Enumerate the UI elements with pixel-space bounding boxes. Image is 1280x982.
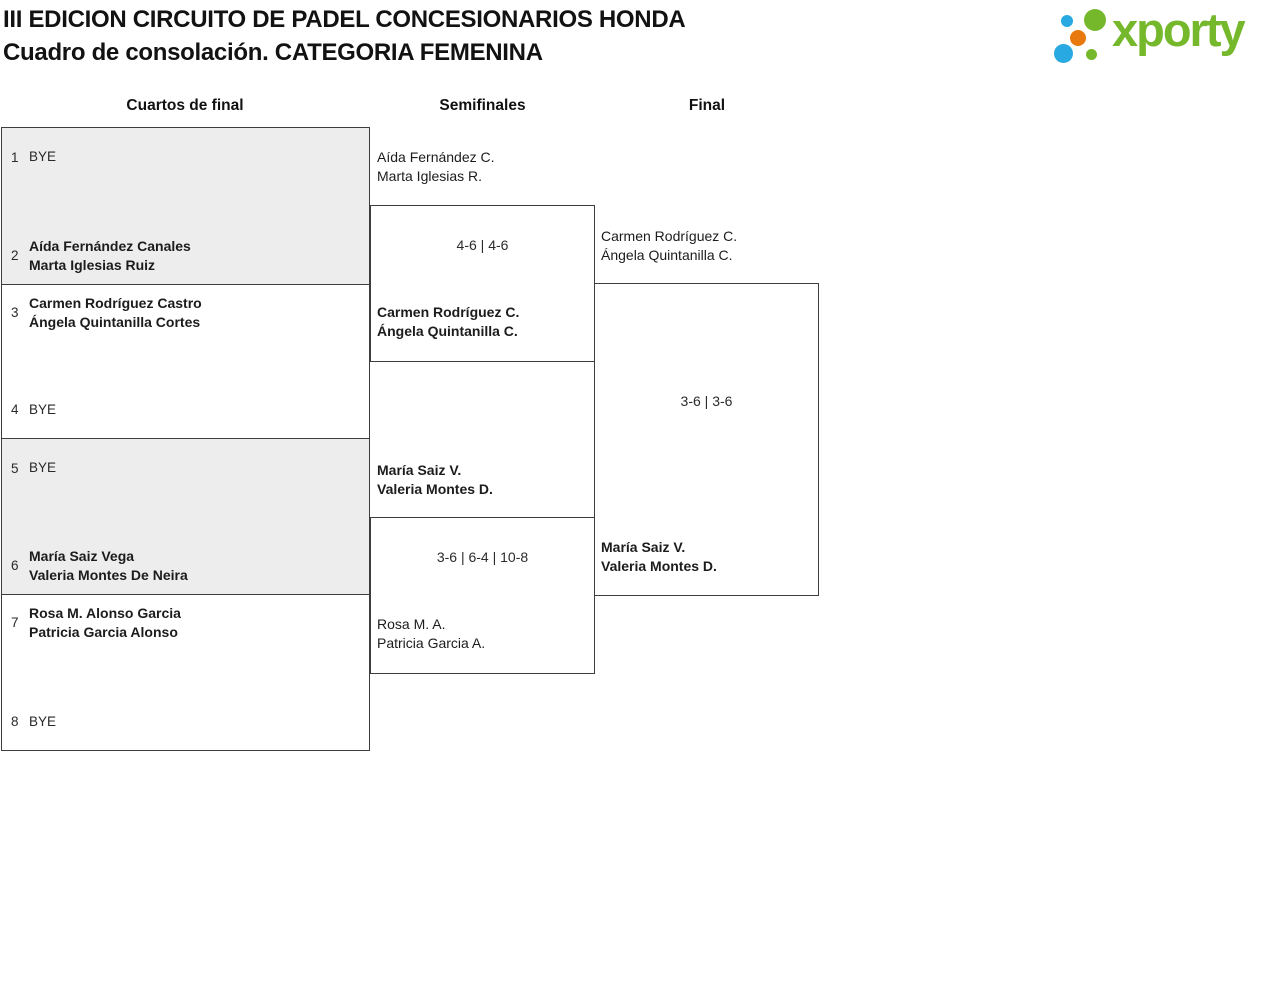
sf2-score: 3-6 | 6-4 | 10-8 (436, 549, 529, 565)
bye-label: BYE (29, 149, 57, 164)
qf-slot-2: 2 Aída Fernández Canales Marta Iglesias … (11, 237, 363, 274)
qf-slot-5: 5 BYE (11, 459, 363, 478)
sf1-score: 4-6 | 4-6 (456, 237, 509, 253)
logo-dot-orange-icon (1070, 30, 1086, 46)
bye-label: BYE (29, 401, 57, 417)
qf-slot-4: 4 BYE (11, 401, 363, 420)
team-name-line: Carmen Rodríguez C. (601, 228, 738, 244)
seed-number: 3 (11, 305, 19, 320)
page-title-line2: Cuadro de consolación. CATEGORIA FEMENIN… (3, 39, 543, 66)
team-name-line: Valeria Montes D. (601, 557, 717, 574)
team-name-line: María Saiz V. (601, 539, 686, 555)
team-name-line: María Saiz V. (377, 462, 462, 478)
semifinal-2-box (370, 517, 595, 674)
qf-slot-7: 7 Rosa M. Alonso Garcia Patricia Garcia … (11, 604, 363, 641)
team-name-line: Ángela Quintanilla C. (377, 322, 518, 339)
seed-number: 6 (11, 558, 19, 573)
team-names: Rosa M. Alonso Garcia Patricia Garcia Al… (29, 604, 181, 641)
xporty-logo[interactable]: xporty (1050, 0, 1280, 80)
qf-slot-1: 1 BYE (11, 148, 363, 167)
seed-number: 8 (11, 714, 19, 730)
final-score: 3-6 | 3-6 (680, 393, 733, 409)
team-name-line: Marta Iglesias R. (377, 167, 483, 184)
team-name-line: Ángela Quintanilla Cortes (29, 313, 201, 330)
qf-slot-3: 3 Carmen Rodríguez Castro Ángela Quintan… (11, 294, 363, 331)
logo-wordmark: xporty (1112, 3, 1246, 56)
logo-dot-blue-small-icon (1061, 15, 1073, 27)
team-name-line: Rosa M. A. (377, 616, 446, 632)
team-name-line: Carmen Rodríguez C. (377, 304, 520, 320)
page-title-line1: III EDICION CIRCUITO DE PADEL CONCESIONA… (3, 6, 686, 33)
bye-label: BYE (29, 713, 57, 729)
team-name-line: Aída Fernández Canales (29, 238, 191, 254)
seed-number: 1 (11, 149, 19, 165)
qf-slot-8: 8 BYE (11, 713, 363, 732)
seed-number: 7 (11, 615, 19, 630)
team-name-line: Patricia Garcia A. (377, 634, 486, 651)
logo-dot-green-small-icon (1086, 49, 1097, 60)
team-name-line: Valeria Montes De Neira (29, 566, 188, 583)
qf-slot-6: 6 María Saiz Vega Valeria Montes De Neir… (11, 547, 363, 584)
team-names: Carmen Rodríguez Castro Ángela Quintanil… (29, 294, 202, 331)
team-name-line: Rosa M. Alonso Garcia (29, 605, 181, 621)
seed-number: 5 (11, 460, 19, 476)
logo-dot-green-large-icon (1084, 9, 1106, 31)
seed-number: 4 (11, 402, 19, 418)
team-name-line: Aída Fernández C. (377, 149, 495, 165)
team-name-line: Patricia Garcia Alonso (29, 623, 178, 640)
team-name-line: Marta Iglesias Ruiz (29, 256, 156, 273)
quarterfinal-match-2-box: 3 Carmen Rodríguez Castro Ángela Quintan… (1, 284, 370, 439)
page-title: III EDICION CIRCUITO DE PADEL CONCESIONA… (3, 3, 686, 69)
sf1-top-team: Aída Fernández C. Marta Iglesias R. (377, 148, 495, 185)
round-header-final: Final (688, 97, 726, 114)
seed-number: 2 (11, 248, 19, 263)
bye-label: BYE (29, 460, 57, 475)
team-name-line: María Saiz Vega (29, 548, 135, 564)
round-header-cuartos-de-final: Cuartos de final (126, 97, 244, 114)
quarterfinal-match-4-box: 7 Rosa M. Alonso Garcia Patricia Garcia … (1, 594, 370, 751)
team-names: Aída Fernández Canales Marta Iglesias Ru… (29, 237, 191, 274)
final-box (594, 283, 819, 596)
sf1-bottom-team: Carmen Rodríguez C. Ángela Quintanilla C… (377, 303, 519, 340)
team-name-line: Ángela Quintanilla C. (601, 246, 733, 263)
sf2-bottom-team: Rosa M. A. Patricia Garcia A. (377, 615, 485, 652)
round-header-semifinales: Semifinales (439, 97, 526, 114)
team-names: María Saiz Vega Valeria Montes De Neira (29, 547, 188, 584)
final-top-team: Carmen Rodríguez C. Ángela Quintanilla C… (601, 227, 737, 264)
quarterfinal-match-3-box: 5 BYE 6 María Saiz Vega Valeria Montes D… (1, 438, 370, 595)
logo-dot-blue-large-icon (1054, 44, 1073, 63)
team-name-line: Valeria Montes D. (377, 480, 493, 497)
quarterfinal-match-1-box: 1 BYE 2 Aída Fernández Canales Marta Igl… (1, 127, 370, 285)
sf2-top-team: María Saiz V. Valeria Montes D. (377, 461, 493, 498)
semifinal-1-box (370, 205, 595, 362)
final-bottom-team: María Saiz V. Valeria Montes D. (601, 538, 717, 575)
team-name-line: Carmen Rodríguez Castro (29, 295, 202, 311)
